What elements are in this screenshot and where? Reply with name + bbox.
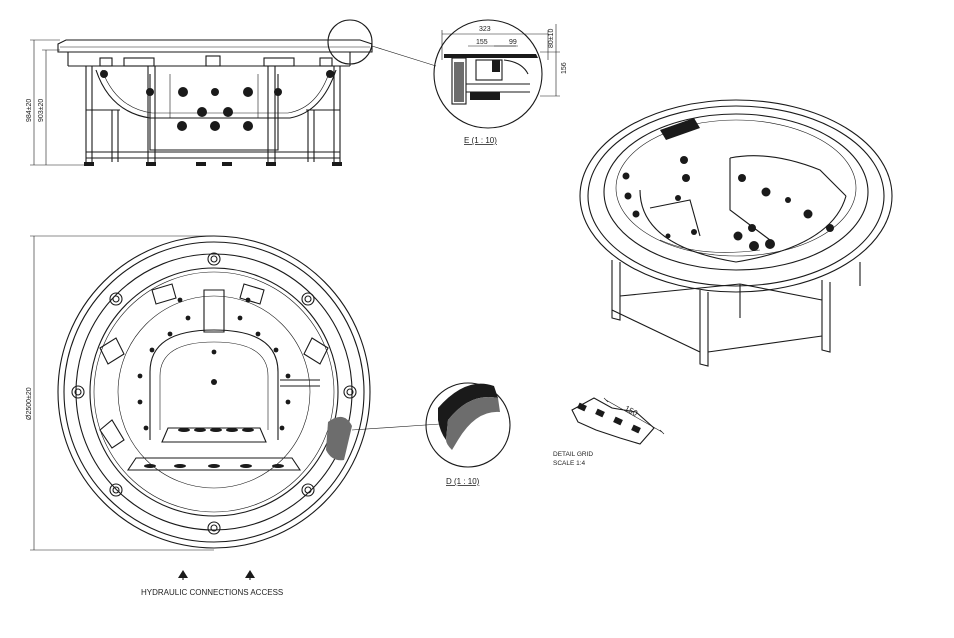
detail-e-dim-323: 323 [479,26,491,33]
hydraulic-access-label: HYDRAULIC CONNECTIONS ACCESS [141,588,283,597]
plan-view: Ø2500±20 [26,235,441,580]
hydraulic-arrow-icon [245,570,255,578]
front-elevation: 984±20 903±20 [26,19,437,166]
grid-detail-scale: SCALE 1:4 [553,460,586,467]
detail-e-dim-155: 155 [476,39,488,46]
detail-e-dim-80: 80±10 [548,28,555,48]
detail-d [425,382,511,468]
height-dimension-inner: 903±20 [38,99,45,122]
grid-detail: 150 [571,397,665,445]
grid-detail-title: DETAIL GRID [553,451,593,458]
detail-e: 323 155 99 80±10 156 [433,19,568,129]
detail-e-label: E (1 : 10) [464,136,497,145]
isometric-view [579,99,893,367]
height-dimension-outer: 984±20 [26,99,33,122]
detail-d-label: D (1 : 10) [446,477,480,486]
grid-dim-150: 150 [623,404,639,418]
detail-e-dim-156: 156 [561,62,568,74]
diameter-dimension: Ø2500±20 [26,387,33,420]
hydraulic-arrow-icon [178,570,188,578]
detail-e-dim-99: 99 [509,39,517,46]
